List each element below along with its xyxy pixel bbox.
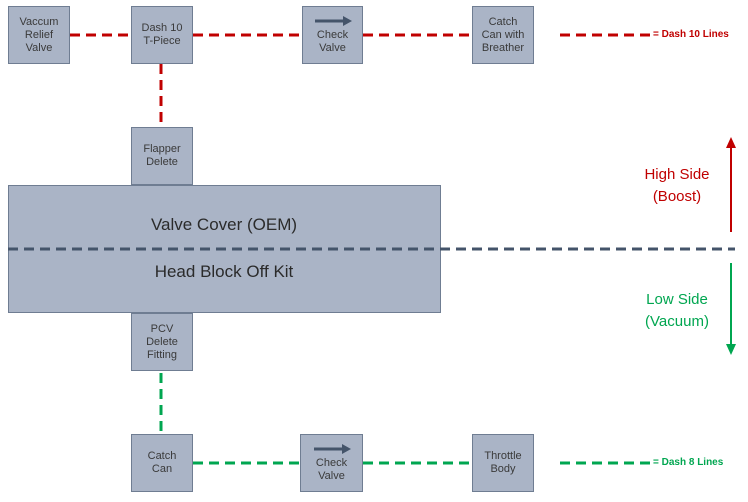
catch-can-box: Catch Can: [131, 434, 193, 492]
right-arrow-icon: [313, 444, 351, 454]
catch-can-breather-label: Catch Can with Breather: [481, 15, 525, 54]
valve-cover-label: Valve Cover (OEM): [150, 215, 298, 234]
dash10-tpiece-box: Dash 10 T-Piece: [131, 6, 193, 64]
down-arrow-icon: [726, 263, 736, 355]
check-valve-bottom-label: Check Valve: [315, 457, 348, 482]
pcv-delete-label: PCV Delete Fitting: [146, 322, 178, 361]
dash10-tpiece-label: Dash 10 T-Piece: [141, 22, 183, 47]
high-side-subtitle: (Boost): [652, 188, 702, 205]
vacuum-relief-valve-label: Vaccum Relief Valve: [19, 15, 59, 54]
high-side-label: High Side (Boost): [632, 164, 722, 208]
check-valve-bottom-box: Check Valve: [300, 434, 363, 492]
flapper-delete-label: Flapper Delete: [143, 143, 181, 168]
up-arrow-icon: [726, 137, 736, 232]
dash8-legend: = Dash 8 Lines: [653, 457, 724, 468]
catch-can-label: Catch Can: [147, 450, 177, 475]
pcv-delete-box: PCV Delete Fitting: [131, 313, 193, 371]
flapper-delete-box: Flapper Delete: [131, 127, 193, 185]
low-side-subtitle: (Vacuum): [645, 313, 709, 330]
vacuum-relief-valve-box: Vaccum Relief Valve: [8, 6, 70, 64]
right-arrow-icon: [314, 16, 352, 26]
head-block-off-label: Head Block Off Kit: [154, 262, 294, 281]
check-valve-top-box: Check Valve: [302, 6, 363, 64]
catch-can-breather-box: Catch Can with Breather: [472, 6, 534, 64]
check-valve-top-label: Check Valve: [316, 29, 349, 54]
high-side-title: High Side: [644, 166, 710, 183]
low-side-label: Low Side (Vacuum): [632, 289, 722, 333]
dash10-legend: = Dash 10 Lines: [653, 29, 729, 40]
throttle-body-box: Throttle Body: [472, 434, 534, 492]
low-side-title: Low Side: [646, 291, 708, 308]
throttle-body-label: Throttle Body: [484, 450, 522, 475]
engine-block: [8, 185, 441, 313]
